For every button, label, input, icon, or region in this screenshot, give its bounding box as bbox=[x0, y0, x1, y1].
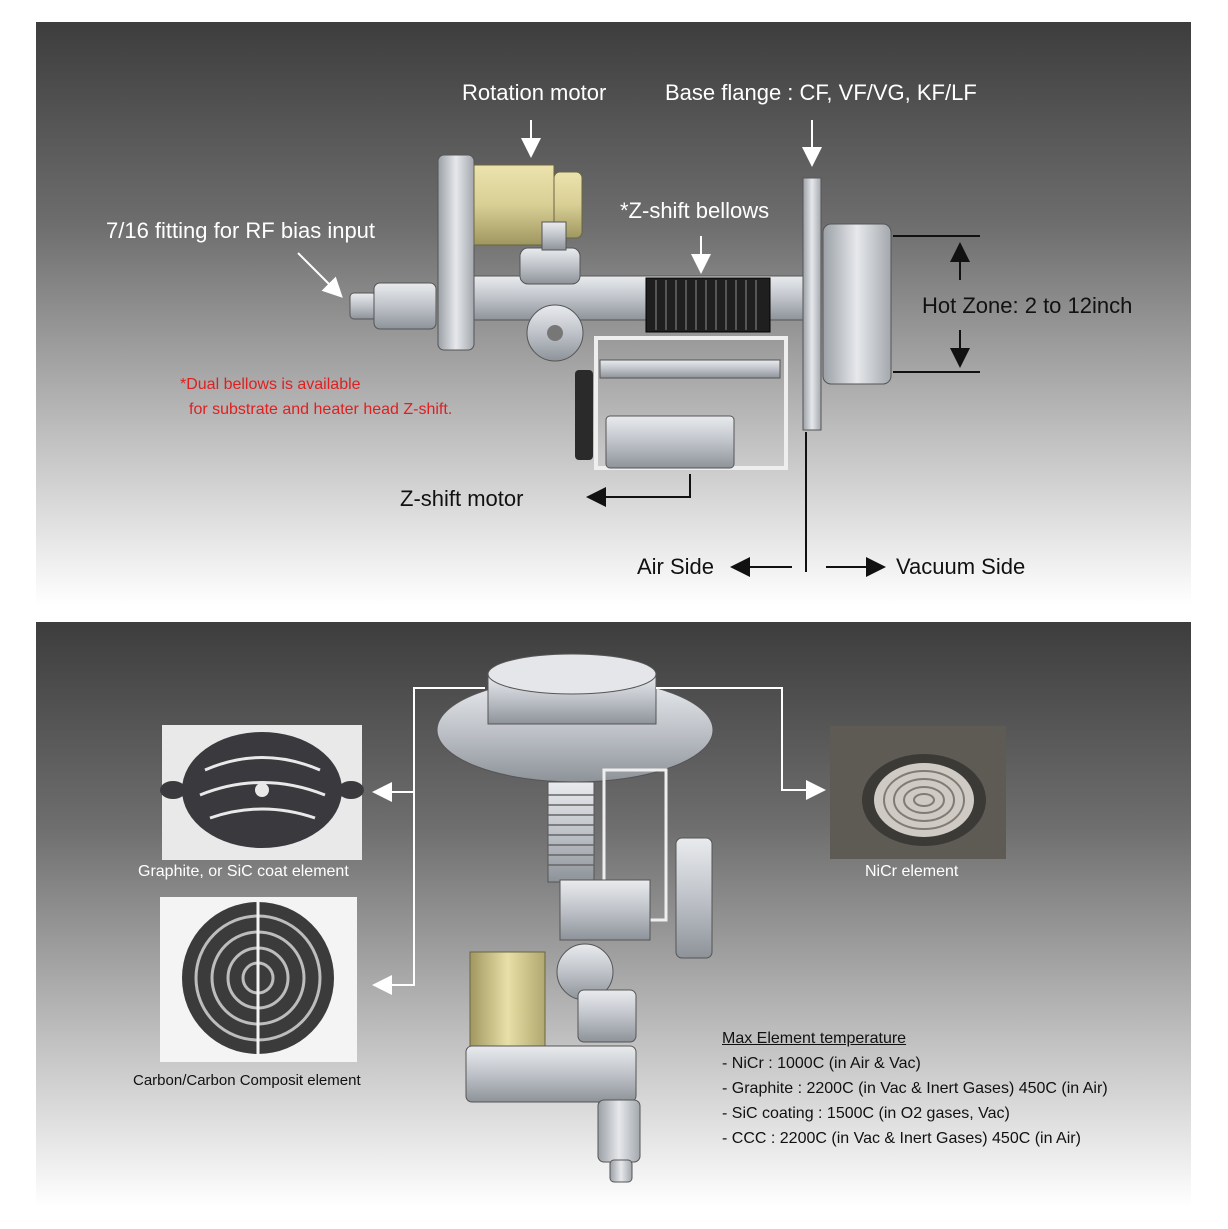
zshift-bellows-label: *Z-shift bellows bbox=[620, 198, 770, 223]
base-flange-part bbox=[802, 177, 892, 431]
temp-item-nicr: - NiCr : 1000C (in Air & Vac) bbox=[722, 1055, 921, 1072]
dual-bellows-note-1: *Dual bellows is available bbox=[180, 376, 361, 393]
lower-motor-part bbox=[465, 951, 641, 1183]
hot-zone-label: Hot Zone: 2 to 12inch bbox=[922, 293, 1133, 318]
temp-item-sic: - SiC coating : 1500C (in O2 gases, Vac) bbox=[722, 1105, 1010, 1122]
rotation-motor-part bbox=[437, 154, 583, 351]
temp-item-ccc: - CCC : 2200C (in Vac & Inert Gases) 450… bbox=[722, 1130, 1081, 1147]
heater-head-part bbox=[436, 653, 714, 783]
temps-title: Max Element temperature bbox=[722, 1030, 907, 1047]
rf-fitting-label: 7/16 fitting for RF bias input bbox=[106, 218, 376, 243]
rf-fitting-part bbox=[349, 282, 437, 330]
dual-bellows-note-2: for substrate and heater head Z-shift. bbox=[189, 401, 453, 418]
base-flange-label: Base flange : CF, VF/VG, KF/LF bbox=[665, 80, 977, 105]
graphite-element-label: Graphite, or SiC coat element bbox=[138, 863, 349, 880]
carbon-element-photo bbox=[160, 897, 357, 1062]
temp-item-graphite: - Graphite : 2200C (in Vac & Inert Gases… bbox=[722, 1080, 1108, 1097]
vacuum-side-label: Vacuum Side bbox=[896, 554, 1026, 579]
carbon-element-label: Carbon/Carbon Composit element bbox=[133, 1072, 361, 1089]
nicr-element-photo bbox=[830, 726, 1006, 859]
nicr-element-label: NiCr element bbox=[865, 863, 959, 880]
graphite-element-photo bbox=[160, 725, 364, 860]
air-side-label: Air Side bbox=[637, 554, 715, 579]
zshift-frame-part bbox=[575, 336, 788, 470]
top-arrows bbox=[297, 120, 822, 298]
temperature-list: Max Element temperature - NiCr : 1000C (… bbox=[722, 1030, 1108, 1148]
rotation-motor-label: Rotation motor bbox=[462, 80, 607, 105]
bottom-arrows bbox=[372, 687, 826, 995]
bellows-part bbox=[645, 277, 771, 333]
dark-arrows bbox=[586, 235, 980, 577]
zshift-motor-label: Z-shift motor bbox=[400, 486, 524, 511]
lower-bellows-part bbox=[547, 768, 713, 1043]
